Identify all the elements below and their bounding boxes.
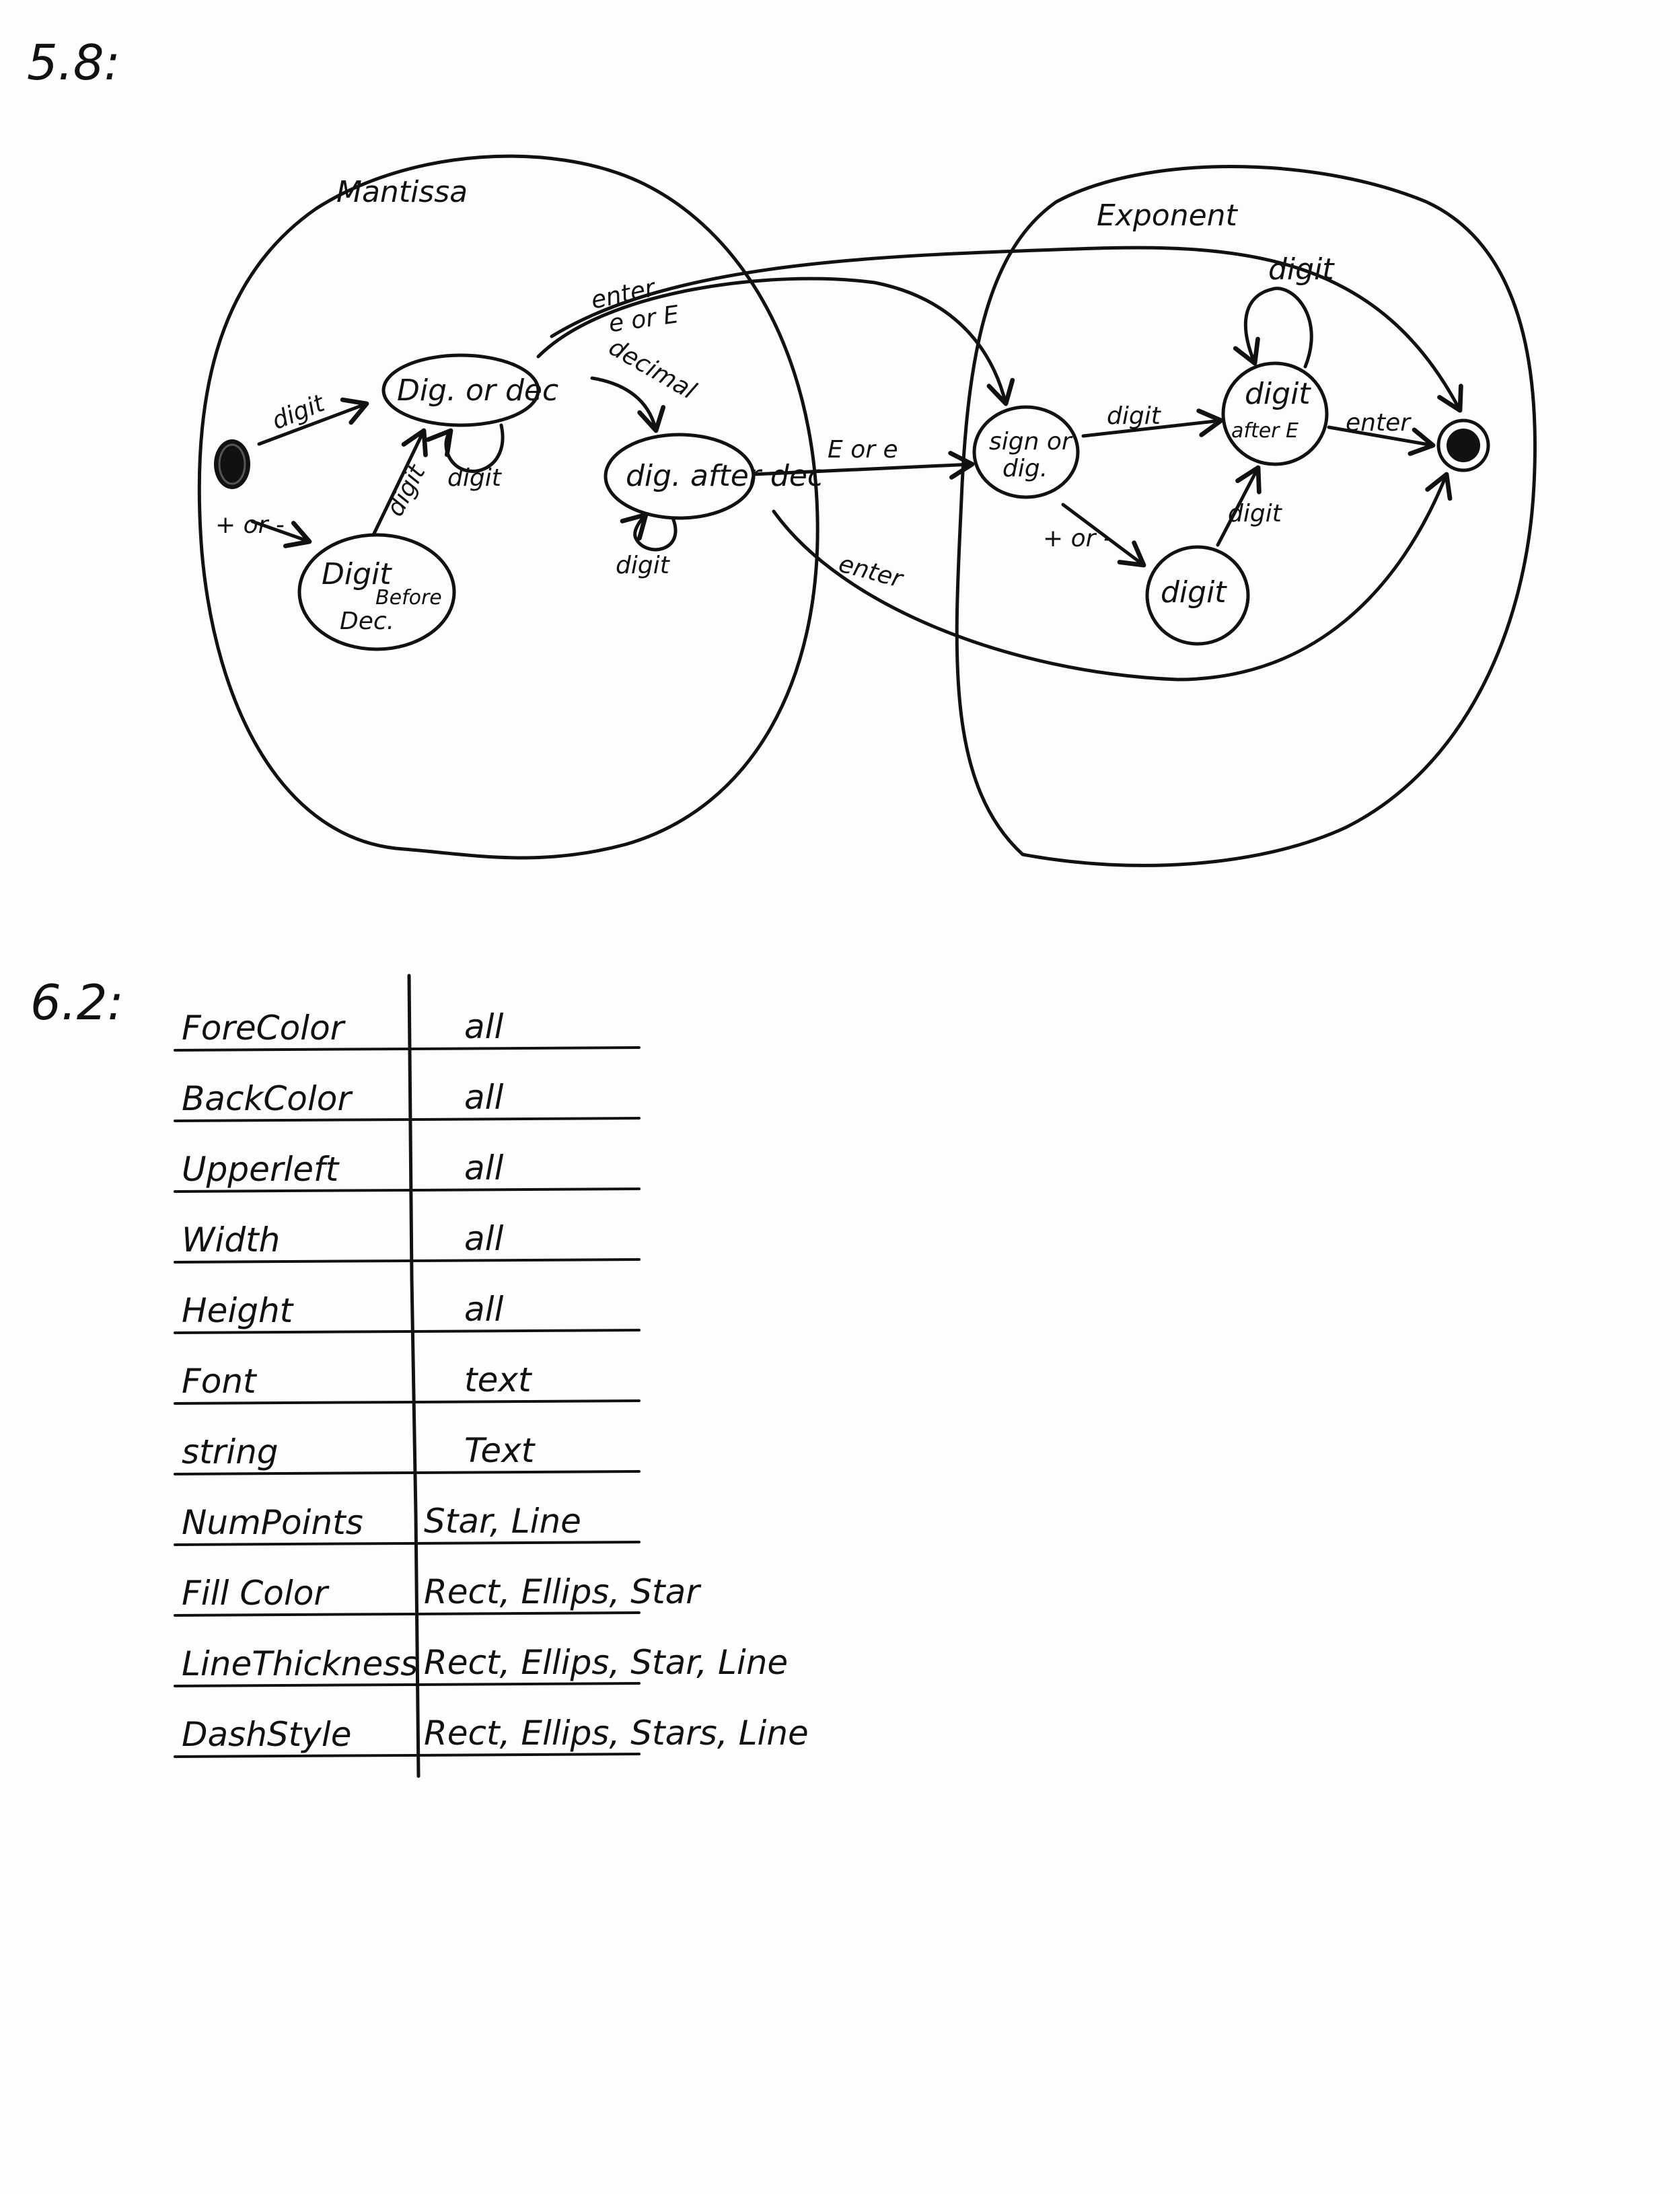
row-underline	[174, 1187, 641, 1193]
table-row: Height all	[174, 1290, 641, 1334]
edge-decimal-label: decimal	[604, 333, 700, 404]
property-name: Width	[182, 1220, 280, 1259]
row-underline	[174, 1258, 641, 1264]
edge-after-dec-loop-label: digit	[616, 552, 671, 579]
property-name: Font	[182, 1362, 258, 1401]
property-name: Upperleft	[182, 1150, 340, 1189]
property-applies-to: all	[464, 1290, 504, 1329]
property-name: BackColor	[182, 1079, 353, 1118]
edge-dig-or-dec-loop-label: digit	[447, 464, 503, 492]
property-applies-to: text	[464, 1360, 533, 1399]
table-row: Fill Color Rect, Ellips, Star	[174, 1572, 702, 1617]
exponent-boundary	[955, 165, 1537, 867]
property-applies-to: all	[464, 1219, 504, 1258]
row-underline	[174, 1117, 641, 1122]
state-digit-exp-label: digit	[1161, 575, 1227, 610]
property-applies-to: all	[464, 1078, 504, 1117]
mantissa-boundary	[197, 154, 819, 860]
property-name: ForeColor	[182, 1009, 346, 1048]
edge-dig-or-dec-to-sign	[536, 277, 1015, 406]
table-row: string Text	[174, 1431, 641, 1475]
edge-after-e-loop	[1233, 287, 1313, 369]
property-applies-to: Rect, Ellips, Star	[424, 1572, 702, 1611]
edge-after-dec-loop	[620, 512, 678, 552]
edge-sign-to-digit-exp	[1061, 503, 1146, 568]
edge-before-dec-digit-label: digit	[381, 460, 432, 521]
heading-62: 6.2:	[30, 974, 124, 1031]
table-row: BackColor all	[174, 1078, 641, 1122]
edge-after-e-loop-label: digit	[1268, 252, 1335, 287]
edge-dig-or-dec-to-final	[550, 246, 1463, 413]
table-row: ForeColor all	[174, 1007, 641, 1052]
property-name: Fill Color	[182, 1574, 330, 1613]
exponent-label: Exponent	[1097, 198, 1239, 233]
row-underline	[174, 1541, 641, 1546]
state-digit-before-dec-label-2: Before	[375, 586, 442, 610]
edge-e-or-e-label: E or e	[828, 436, 898, 464]
edge-enter-bottom-label: enter	[836, 550, 906, 593]
state-dig-after-dec-label: dig. after dec	[626, 459, 824, 493]
state-digit-before-dec-label-3: Dec.	[340, 608, 394, 635]
row-underline	[174, 1470, 641, 1475]
state-digit-after-e-label-1: digit	[1245, 377, 1311, 411]
property-applies-to: Rect, Ellips, Star, Line	[424, 1643, 788, 1682]
state-digit-before-dec-label-1: Digit	[322, 557, 392, 591]
edge-sign-digit-label: digit	[1107, 402, 1162, 430]
edge-after-dec-to-sign	[752, 451, 975, 480]
table-row: Width all	[174, 1219, 641, 1264]
property-name: Height	[182, 1291, 295, 1330]
state-digit-exp	[1145, 545, 1250, 646]
row-underline	[174, 1611, 641, 1617]
table-row: NumPoints Star, Line	[174, 1502, 641, 1546]
property-applies-to: Text	[464, 1431, 536, 1470]
property-name: NumPoints	[182, 1503, 363, 1542]
edge-exp-digit-up-label: digit	[1228, 500, 1283, 527]
table-divider	[407, 974, 421, 1778]
row-underline	[174, 1329, 641, 1334]
mantissa-label: Mantissa	[336, 175, 468, 209]
table-row: Font text	[174, 1360, 641, 1405]
state-dig-or-dec	[381, 353, 540, 427]
edge-after-dec-to-final	[772, 472, 1453, 682]
row-underline	[174, 1682, 641, 1687]
property-applies-to: Star, Line	[424, 1502, 581, 1541]
state-digit-after-e-label-2: after E	[1231, 419, 1299, 443]
edge-digit-after-e-to-final	[1327, 425, 1436, 456]
edge-before-dec-to-dig-or-dec	[371, 428, 428, 537]
edge-enter-final-label: enter	[1346, 409, 1412, 437]
row-underline	[174, 1399, 641, 1405]
edge-dig-or-dec-loop	[425, 423, 505, 473]
edge-start-to-digit-before-dec	[250, 519, 312, 548]
edge-start-to-dig-or-dec	[257, 397, 369, 446]
edge-decimal	[590, 376, 666, 433]
property-name: LineThickness	[182, 1644, 418, 1683]
property-name: string	[182, 1432, 279, 1471]
property-applies-to: all	[464, 1148, 504, 1187]
table-row: Upperleft all	[174, 1148, 641, 1193]
heading-58: 5.8:	[27, 34, 120, 91]
property-applies-to: Rect, Ellips, Stars, Line	[424, 1714, 809, 1753]
state-dig-after-dec	[604, 433, 756, 520]
property-name: DashStyle	[182, 1715, 351, 1754]
edge-start-sign-label: + or -	[215, 511, 285, 539]
edge-sign-plus-minus-label: + or -	[1043, 525, 1112, 552]
state-sign-or-dig-label-2: dig.	[1002, 455, 1048, 482]
property-applies-to: all	[464, 1007, 504, 1046]
final-state	[1436, 418, 1490, 472]
edge-sign-to-digit-after-e	[1081, 408, 1224, 438]
state-dig-or-dec-label: Dig. or dec	[397, 373, 558, 408]
row-underline	[174, 1753, 641, 1758]
row-underline	[174, 1046, 641, 1052]
state-digit-before-dec	[297, 533, 456, 651]
state-sign-or-dig-label-1: sign or	[989, 428, 1073, 455]
edge-digit-exp-to-digit-after-e	[1216, 465, 1262, 547]
table-row: DashStyle Rect, Ellips, Stars, Line	[174, 1714, 809, 1758]
